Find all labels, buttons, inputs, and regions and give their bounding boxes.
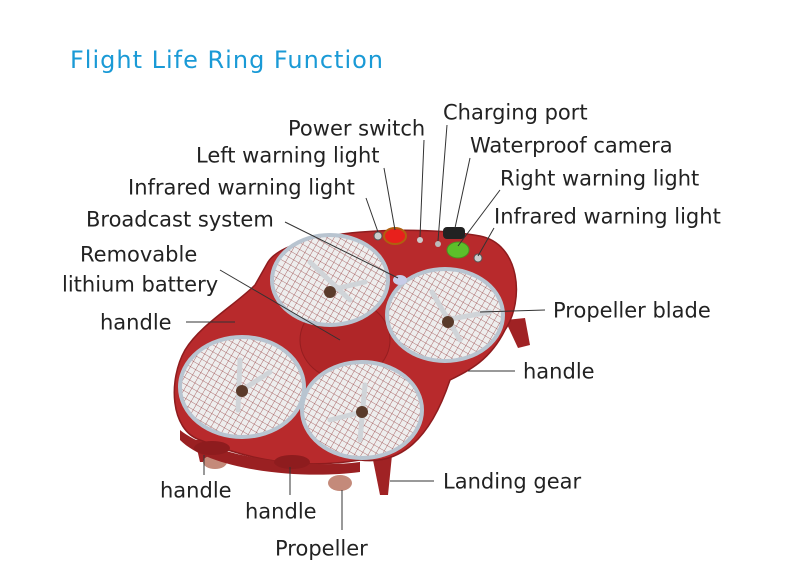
label-waterproof-camera: Waterproof camera xyxy=(470,133,673,158)
diagram-title: Flight Life Ring Function xyxy=(70,46,385,74)
handle-cavity-mid xyxy=(274,455,310,469)
label-broadcast-system: Broadcast system xyxy=(86,207,274,232)
label-power-switch: Power switch xyxy=(288,116,426,141)
handle-cavity-left xyxy=(194,441,230,455)
label-infrared-warning-light-left: Infrared warning light xyxy=(128,175,355,200)
propeller-bottom xyxy=(328,475,352,491)
infrared-light-left xyxy=(373,231,383,241)
waterproof-camera xyxy=(443,227,465,239)
label-charging-port: Charging port xyxy=(443,100,588,125)
left-warning-light xyxy=(383,227,407,245)
charging-port xyxy=(435,241,441,247)
label-handle-bottom-mid: handle xyxy=(245,499,317,524)
label-handle-bottom-left: handle xyxy=(160,478,232,503)
label-lithium-battery: lithium battery xyxy=(62,272,219,297)
label-right-warning-light: Right warning light xyxy=(500,166,700,191)
label-removable: Removable xyxy=(80,242,198,267)
right-warning-light xyxy=(446,241,470,259)
leader-lines xyxy=(186,124,546,530)
infrared-light-right xyxy=(473,253,483,263)
label-landing-gear: Landing gear xyxy=(443,469,582,494)
power-switch xyxy=(417,237,423,243)
label-handle-left: handle xyxy=(100,310,172,335)
label-propeller-blade: Propeller blade xyxy=(553,298,711,323)
label-handle-right: handle xyxy=(523,359,595,384)
label-propeller: Propeller xyxy=(275,536,368,561)
label-infrared-warning-light-right: Infrared warning light xyxy=(494,204,721,229)
motors xyxy=(236,286,454,418)
label-left-warning-light: Left warning light xyxy=(196,143,380,168)
